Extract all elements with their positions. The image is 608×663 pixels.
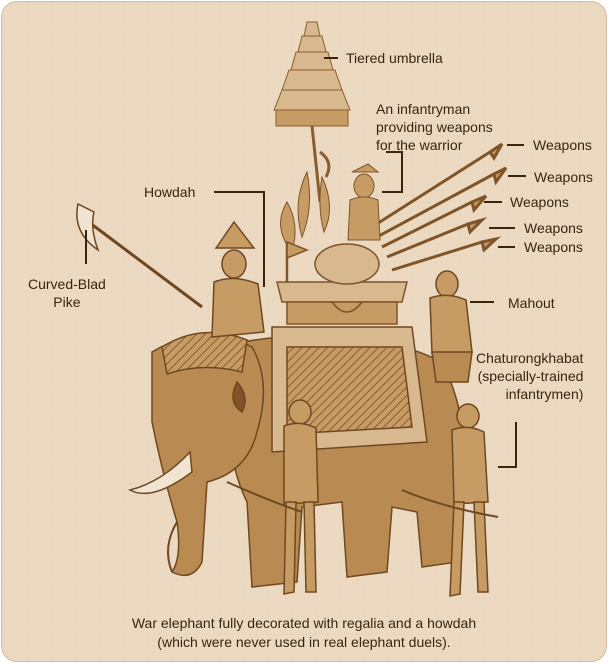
label-weapons-5: Weapons [524,239,583,255]
label-weapons-1: Weapons [533,137,592,153]
label-weapons-4: Weapons [524,220,583,236]
warrior [76,202,265,338]
label-infantryman: An infantryman providing weapons for the… [376,101,493,153]
label-curved-pike: Curved-Blad Pike [28,276,106,310]
tiered-umbrella [273,21,351,203]
chaturongkhabat-soldiers [226,399,499,597]
howdah [276,240,408,325]
label-weapons-3: Weapons [510,194,569,210]
label-chaturongkhabat: Chaturongkhabat (specially-trained infan… [476,350,584,402]
label-tiered-umbrella: Tiered umbrella [346,50,443,66]
label-weapons-2: Weapons [534,169,593,185]
howdah-infantryman [347,163,381,241]
label-howdah: Howdah [144,184,196,200]
mahout [429,270,473,383]
caparison [161,326,428,453]
weapons-bundle [371,142,508,272]
callout-lines [85,57,526,468]
label-mahout: Mahout [508,295,555,311]
figure-caption: War elephant fully decorated with regali… [131,615,477,650]
feather-plume [280,170,330,254]
